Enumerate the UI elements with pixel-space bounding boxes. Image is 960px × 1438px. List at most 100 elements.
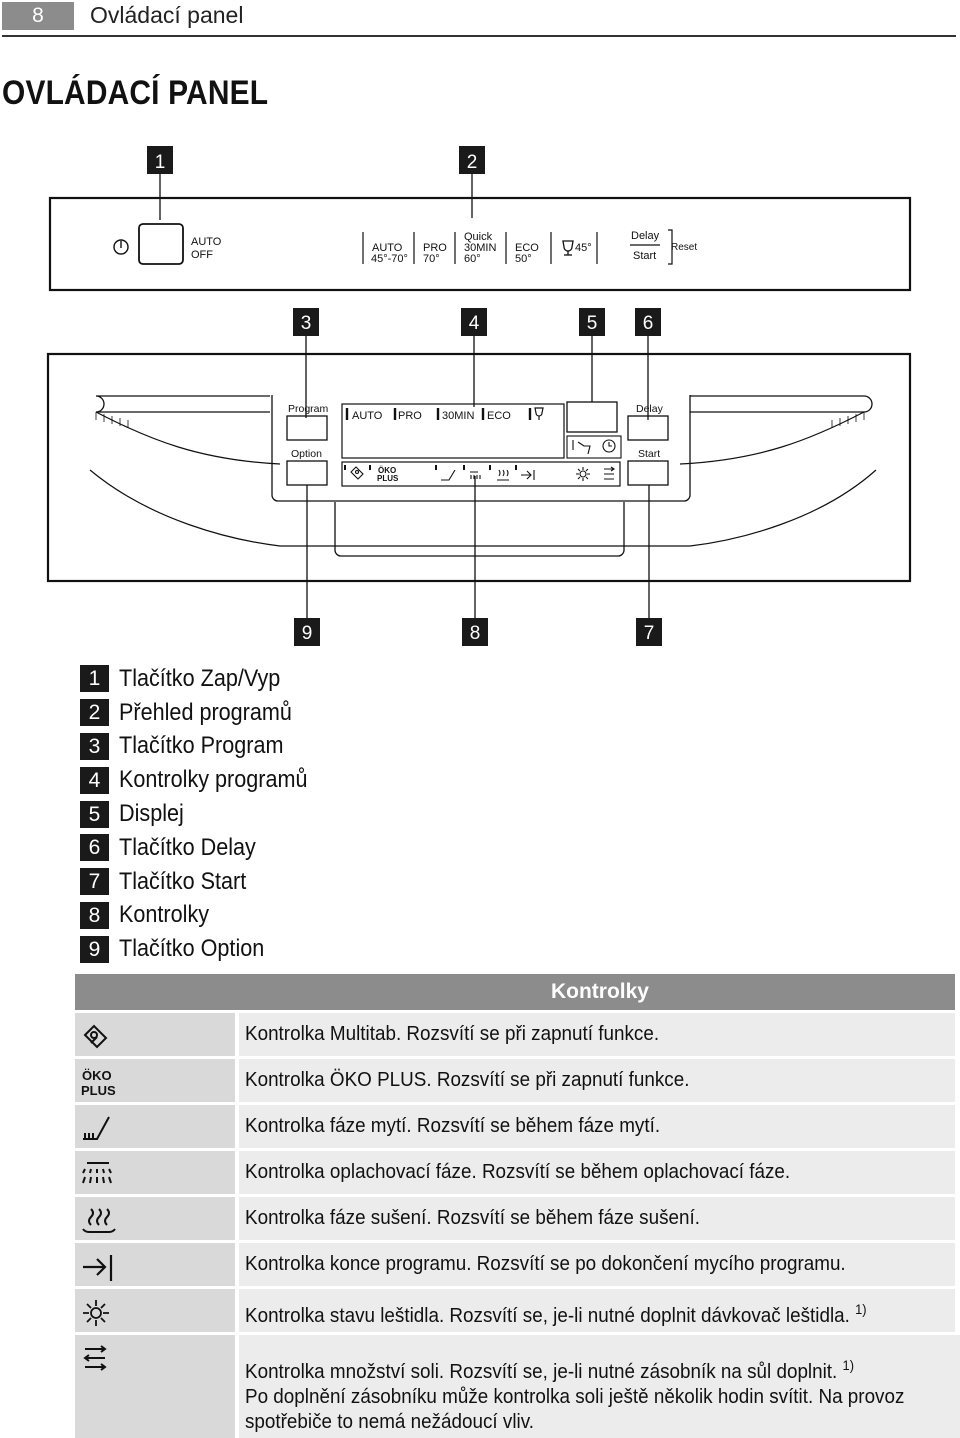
dry-indicator-icon xyxy=(497,469,509,481)
legend-label: Tlačítko Zap/Vyp xyxy=(119,664,281,692)
callout-4: 4 xyxy=(461,308,487,407)
row-text: Kontrolka Multitab. Rozsvítí se při zapn… xyxy=(245,1022,660,1045)
page-header: 8 Ovládací panel xyxy=(0,0,960,37)
icon-text: ÖKO xyxy=(82,1068,112,1083)
callout-label: 6 xyxy=(643,313,654,334)
display xyxy=(566,401,618,433)
delay-button[interactable] xyxy=(627,415,669,441)
table-row: Kontrolka oplachovací fáze. Rozsvítí se … xyxy=(75,1148,955,1194)
callout-label: 1 xyxy=(155,152,166,173)
rinse-aid-indicator-icon xyxy=(576,467,590,481)
multitab-icon xyxy=(83,1024,108,1049)
callout-label: 8 xyxy=(470,623,481,644)
oko-plus-icon: ÖKO PLUS xyxy=(81,1068,116,1098)
footnote-mark: 1) xyxy=(855,1301,867,1317)
program-label: Program xyxy=(288,403,329,415)
legend-number: 2 xyxy=(80,699,109,727)
callout-label: 5 xyxy=(587,313,598,334)
program-quick-label: Quick xyxy=(464,231,493,243)
option-button[interactable] xyxy=(286,460,328,486)
callout-1: 1 xyxy=(147,146,173,220)
rinse-indicator-icon xyxy=(470,471,481,479)
drying-phase-icon xyxy=(82,1208,116,1233)
salt-indicator-icon xyxy=(604,466,615,480)
start-button[interactable] xyxy=(627,460,669,486)
oko-indicator-label: ÖKO xyxy=(378,466,396,475)
legend-label: Tlačítko Program xyxy=(119,732,284,760)
program-auto-temp: 45°-70° xyxy=(371,253,408,265)
table-row: ÖKO PLUS Kontrolka ÖKO PLUS. Rozsvítí se… xyxy=(75,1056,955,1102)
legend-item: 9 Tlačítko Option xyxy=(80,932,328,966)
callout-8: 8 xyxy=(462,476,488,646)
table-row: Kontrolka fáze sušení. Rozsvítí se během… xyxy=(75,1194,955,1240)
footnote-mark: 1) xyxy=(842,1357,854,1373)
start-button-label: Start xyxy=(638,448,660,460)
table-row: Kontrolka fáze mytí. Rozsvítí se během f… xyxy=(75,1102,955,1148)
row-text: Kontrolka konce programu. Rozsvítí se po… xyxy=(245,1252,846,1275)
delay-button-label: Delay xyxy=(636,403,664,415)
start-label: Start xyxy=(633,250,656,262)
header-rule xyxy=(2,35,956,37)
legend-number: 5 xyxy=(80,800,109,828)
glass-temp: 45° xyxy=(575,242,592,254)
row-text: Kontrolka stavu leštidla. Rozsvítí se, j… xyxy=(245,1303,850,1327)
rinse-phase-icon xyxy=(82,1162,112,1184)
callout-label: 7 xyxy=(644,623,655,644)
callout-7: 7 xyxy=(636,485,662,646)
table-row: Kontrolka množství soli. Rozsvítí se, je… xyxy=(75,1332,960,1438)
row-text-extra: Po doplnění zásobníku může kontrolka sol… xyxy=(245,1384,905,1408)
callout-2: 2 xyxy=(459,146,485,218)
callout-label: 4 xyxy=(469,313,480,334)
callout-label: 3 xyxy=(301,313,312,334)
table-row: Kontrolka stavu leštidla. Rozsvítí se, j… xyxy=(75,1286,955,1332)
indicator-30min: 30MIN xyxy=(442,410,474,422)
option-label: Option xyxy=(291,448,322,460)
legend-label: Tlačítko Delay xyxy=(119,833,256,861)
row-text-extra: spotřebiče to nemá nežádoucí vliv. xyxy=(245,1409,535,1433)
prewash-icon xyxy=(572,440,591,455)
clock-icon xyxy=(602,439,616,453)
program-indicators-panel xyxy=(341,403,565,459)
row-text: Kontrolka oplachovací fáze. Rozsvítí se … xyxy=(245,1160,791,1183)
table-row: Kontrolka Multitab. Rozsvítí se při zapn… xyxy=(75,1010,955,1056)
program-pro-temp: 70° xyxy=(423,253,440,265)
program-button[interactable] xyxy=(286,415,328,441)
icon-text: PLUS xyxy=(81,1083,116,1098)
off-label: OFF xyxy=(191,249,213,261)
legend-number: 9 xyxy=(80,935,109,963)
program-eco-temp: 50° xyxy=(515,253,532,265)
callout-5: 5 xyxy=(579,308,605,402)
legend-label: Kontrolky programů xyxy=(119,766,308,794)
legend-label: Tlačítko Option xyxy=(119,935,265,963)
wash-phase-icon xyxy=(83,1116,110,1140)
program-auto-label: AUTO xyxy=(372,242,403,254)
table-row: Kontrolka konce programu. Rozsvítí se po… xyxy=(75,1240,955,1286)
program-30min-temp: 60° xyxy=(464,253,481,265)
row-text: Kontrolka množství soli. Rozsvítí se, je… xyxy=(245,1359,838,1383)
row-text: Kontrolka fáze sušení. Rozsvítí se během… xyxy=(245,1206,700,1229)
legend-label: Tlačítko Start xyxy=(119,867,247,895)
multitab-indicator-icon xyxy=(350,466,364,480)
glass-icon xyxy=(562,240,574,256)
program-pro-label: PRO xyxy=(423,242,447,254)
handle xyxy=(334,502,625,557)
reset-label: Reset xyxy=(671,242,697,253)
legend-item: 4 Kontrolky programů xyxy=(80,763,328,797)
page-title: OVLÁDACÍ PANEL xyxy=(2,74,269,112)
indicators-table: Kontrolky Kontrolka Multitab. Rozsvítí s… xyxy=(75,974,960,1438)
on-off-button[interactable] xyxy=(138,223,184,265)
legend-number: 4 xyxy=(80,766,109,794)
end-icon xyxy=(83,1255,113,1281)
rinse-aid-icon xyxy=(83,1300,109,1326)
legend-label: Kontrolky xyxy=(119,901,210,929)
row-text: Kontrolka fáze mytí. Rozsvítí se během f… xyxy=(245,1114,661,1137)
callout-3: 3 xyxy=(293,308,319,418)
legend-label: Přehled programů xyxy=(119,698,292,726)
plus-indicator-label: PLUS xyxy=(377,474,399,483)
auto-label: AUTO xyxy=(191,236,222,248)
